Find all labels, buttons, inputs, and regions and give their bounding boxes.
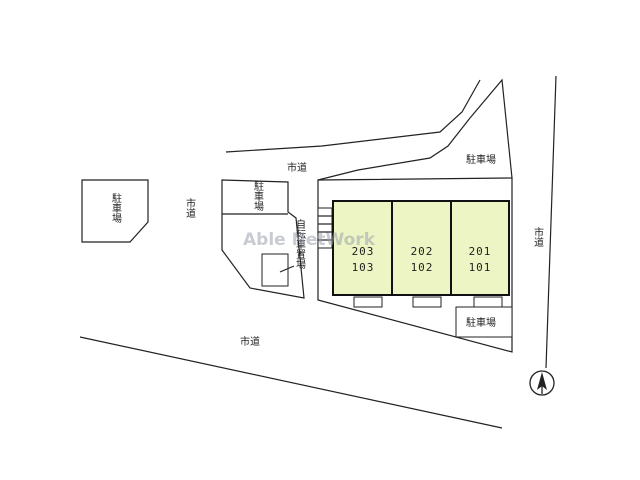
parking-lot-left [81, 179, 149, 243]
middle-site-outline [221, 179, 305, 299]
parking-label-left: 駐車場 [110, 192, 122, 224]
unit-label-upper: 202 [411, 245, 434, 258]
parking-label-bottom-right: 駐車場 [466, 316, 496, 329]
bottom-road-edge [79, 336, 503, 429]
unit-203-103 [332, 200, 393, 296]
bicycle-parking-label: 自転車置場 [294, 218, 306, 270]
road-label-bottom: 市道 [240, 335, 260, 348]
road-label-top: 市道 [287, 161, 307, 174]
unit-label-upper: 203 [352, 245, 375, 258]
main-site-outline [317, 177, 513, 353]
top-road-upper-edge [225, 79, 481, 153]
unit-entry [412, 296, 442, 308]
unit-label-lower: 102 [411, 261, 434, 274]
parking-label-middle: 駐車場 [252, 180, 264, 212]
unit-entry [353, 296, 383, 308]
north-arrow-icon [529, 370, 555, 396]
watermark: Able NetWork [243, 230, 376, 250]
road-label-right: 市道 [532, 226, 544, 247]
unit-201-101 [450, 200, 510, 296]
top-road-lower-edge [317, 78, 513, 181]
bicycle-leader-line [279, 265, 295, 273]
parking-label-top-right: 駐車場 [466, 153, 496, 166]
road-label-left: 市道 [184, 197, 196, 218]
unit-label-lower: 103 [352, 261, 375, 274]
unit-202-102 [391, 200, 452, 296]
unit-entry [473, 296, 503, 308]
right-road-edge [545, 75, 557, 369]
unit-label-upper: 201 [469, 245, 492, 258]
building: 203 103 202 102 201 101 [332, 200, 510, 296]
parking-lot-bottom-right [455, 306, 513, 338]
unit-label-lower: 101 [469, 261, 492, 274]
